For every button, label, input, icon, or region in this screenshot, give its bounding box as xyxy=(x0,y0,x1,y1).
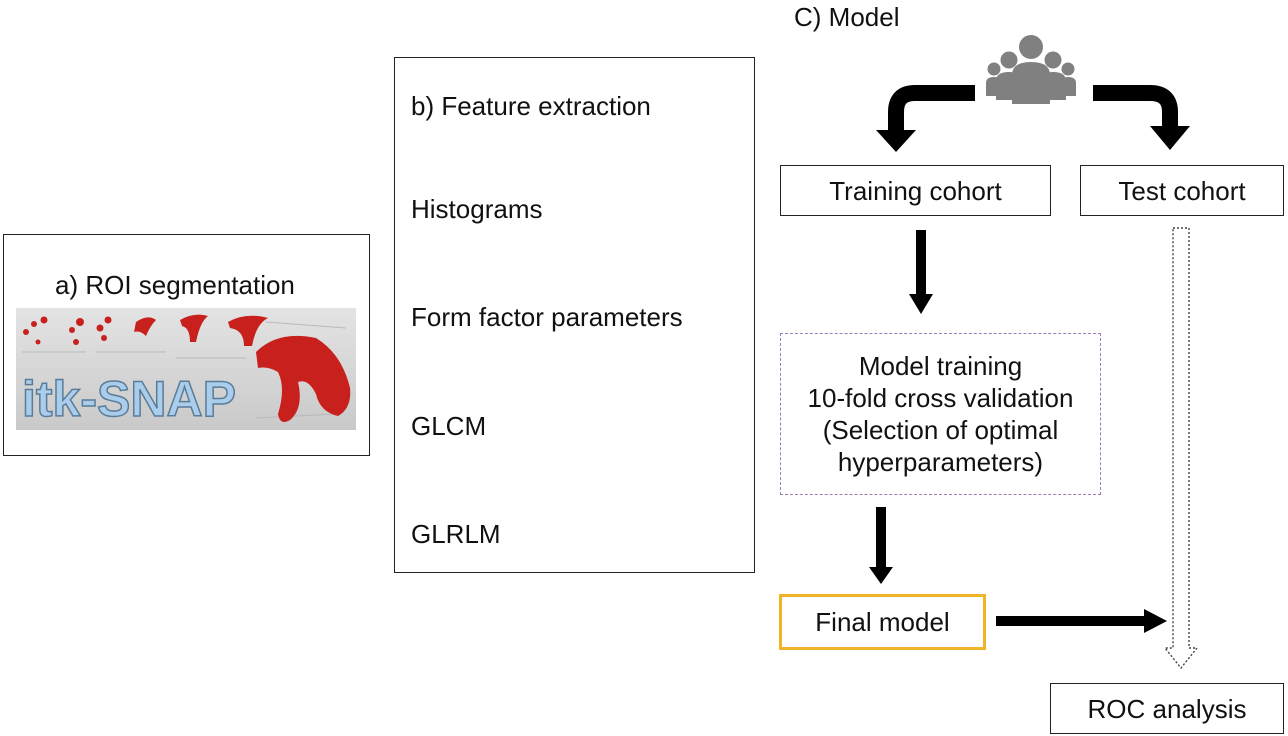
model-training-line-4: hyperparameters) xyxy=(837,447,1044,477)
feature-extraction-panel xyxy=(394,57,755,573)
model-training-line-3: (Selection of optimal xyxy=(822,415,1059,445)
itk-snap-logo-text: itk-SNAP xyxy=(22,371,236,427)
feature-item-glcm: GLCM xyxy=(411,411,487,441)
final-model-box: Final model xyxy=(779,594,986,650)
test-cohort-box: Test cohort xyxy=(1080,165,1284,216)
feature-extraction-title: b) Feature extraction xyxy=(411,91,651,121)
model-training-line-2: 10-fold cross validation xyxy=(807,383,1074,413)
model-training-line-1: Model training xyxy=(858,351,1023,381)
group-of-people-icon xyxy=(986,35,1076,104)
roi-segmentation-title: a) ROI segmentation xyxy=(55,270,295,300)
training-cohort-box: Training cohort xyxy=(780,165,1051,216)
roc-analysis-box: ROC analysis xyxy=(1050,683,1284,734)
model-section-title: C) Model xyxy=(794,2,900,32)
feature-item-glrlm: GLRLM xyxy=(411,519,501,549)
feature-item-histograms: Histograms xyxy=(411,194,543,224)
feature-item-form-factor: Form factor parameters xyxy=(411,302,683,332)
itk-snap-logo: itk-SNAP xyxy=(16,308,356,430)
model-training-box: Model training 10-fold cross validation … xyxy=(780,333,1101,495)
segmentation-shapes-graphic: itk-SNAP xyxy=(21,314,351,428)
